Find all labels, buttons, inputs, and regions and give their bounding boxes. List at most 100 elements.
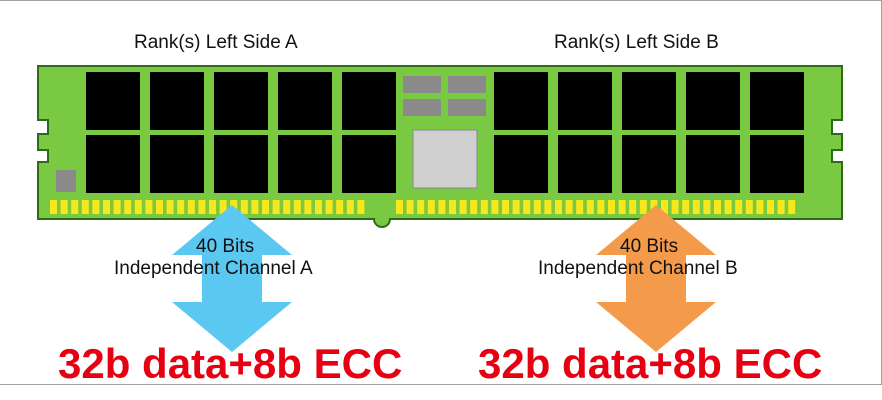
gold-contact [438, 200, 446, 214]
dram-chip [214, 72, 268, 130]
dram-chip [558, 135, 612, 193]
gold-contact [618, 200, 626, 214]
dram-chip [342, 135, 396, 193]
gold-contact [262, 200, 269, 214]
gold-contact [134, 200, 142, 214]
gold-contact [502, 200, 509, 214]
gold-contact [459, 200, 467, 214]
gold-contact [788, 200, 796, 214]
controller-chip [412, 129, 478, 189]
gold-contact [219, 200, 227, 214]
gold-contact [597, 200, 605, 214]
gold-contact [470, 200, 478, 214]
gold-contact [735, 200, 743, 214]
register-chip [448, 76, 486, 93]
rank-label-side-a: Rank(s) Left Side A [134, 32, 298, 53]
gold-contact [608, 200, 615, 214]
dram-chip [494, 72, 548, 130]
gold-contact [576, 200, 584, 214]
gold-contact [396, 200, 403, 214]
ecc-label-b: 32b data+8b ECC [478, 340, 823, 387]
gold-contact [491, 200, 499, 214]
gold-contact [103, 200, 110, 214]
gold-contact [777, 200, 785, 214]
dram-chip [86, 72, 140, 130]
gold-contact [767, 200, 774, 214]
gold-contact [198, 200, 206, 214]
frame-top-line [0, 0, 882, 1]
dram-chip [686, 135, 740, 193]
channel-b-bits: 40 Bits [620, 236, 679, 257]
gold-contact [417, 200, 425, 214]
gold-contact [177, 200, 185, 214]
gold-contact [304, 200, 312, 214]
gold-contact [209, 200, 216, 214]
dram-chips-side-b [494, 72, 804, 193]
dram-chip [278, 72, 332, 130]
register-chips [403, 76, 486, 116]
gold-contact [756, 200, 764, 214]
gold-contact [523, 200, 531, 214]
gold-contact [406, 200, 414, 214]
frame-bottom-line [0, 384, 882, 385]
gold-contact [512, 200, 520, 214]
gold-contact [555, 200, 562, 214]
gold-contact [113, 200, 121, 214]
channel-a-bits: 40 Bits [196, 236, 255, 257]
gold-contact [745, 200, 753, 214]
ecc-label-a: 32b data+8b ECC [58, 340, 403, 387]
register-chip [403, 99, 441, 116]
gold-contact [251, 200, 259, 214]
dram-chip [150, 135, 204, 193]
gold-contact [124, 200, 132, 214]
gold-contact [661, 200, 668, 214]
gold-contact [81, 200, 89, 214]
gold-contact [682, 200, 690, 214]
gold-contact [671, 200, 679, 214]
dram-chip [622, 72, 676, 130]
dram-chip [342, 72, 396, 130]
dram-chips-side-a [86, 72, 396, 193]
channel-b-name: Independent Channel B [538, 258, 738, 279]
dram-chip [686, 72, 740, 130]
register-chip [448, 99, 486, 116]
gold-contact [346, 200, 354, 214]
dram-chip [494, 135, 548, 193]
gold-contacts [50, 200, 796, 214]
gold-contact [639, 200, 647, 214]
dram-chip [750, 135, 804, 193]
register-chip [403, 76, 441, 93]
gold-contact [533, 200, 541, 214]
gold-contact [480, 200, 488, 214]
gold-contact [544, 200, 552, 214]
channel-a-arrow [172, 205, 292, 352]
gold-contact [315, 200, 322, 214]
gold-contact [714, 200, 721, 214]
dram-chip [558, 72, 612, 130]
gold-contact [50, 200, 57, 214]
channel-a-name: Independent Channel A [114, 258, 313, 279]
gold-contact [427, 200, 435, 214]
gold-contact [449, 200, 456, 214]
spd-chip [56, 170, 76, 192]
gold-contact [629, 200, 637, 214]
gold-contact [336, 200, 344, 214]
gold-contact [586, 200, 594, 214]
gold-contact [703, 200, 711, 214]
dram-chip [214, 135, 268, 193]
gold-contact [71, 200, 79, 214]
dram-chip [86, 135, 140, 193]
gold-contact [293, 200, 301, 214]
dram-chip [150, 72, 204, 130]
gold-contact [692, 200, 700, 214]
dram-chip [278, 135, 332, 193]
gold-contact [60, 200, 68, 214]
gold-contact [92, 200, 100, 214]
gold-contact [283, 200, 291, 214]
gold-contact [325, 200, 333, 214]
dram-chip [750, 72, 804, 130]
gold-contact [565, 200, 573, 214]
gold-contact [187, 200, 195, 214]
gold-contact [166, 200, 174, 214]
